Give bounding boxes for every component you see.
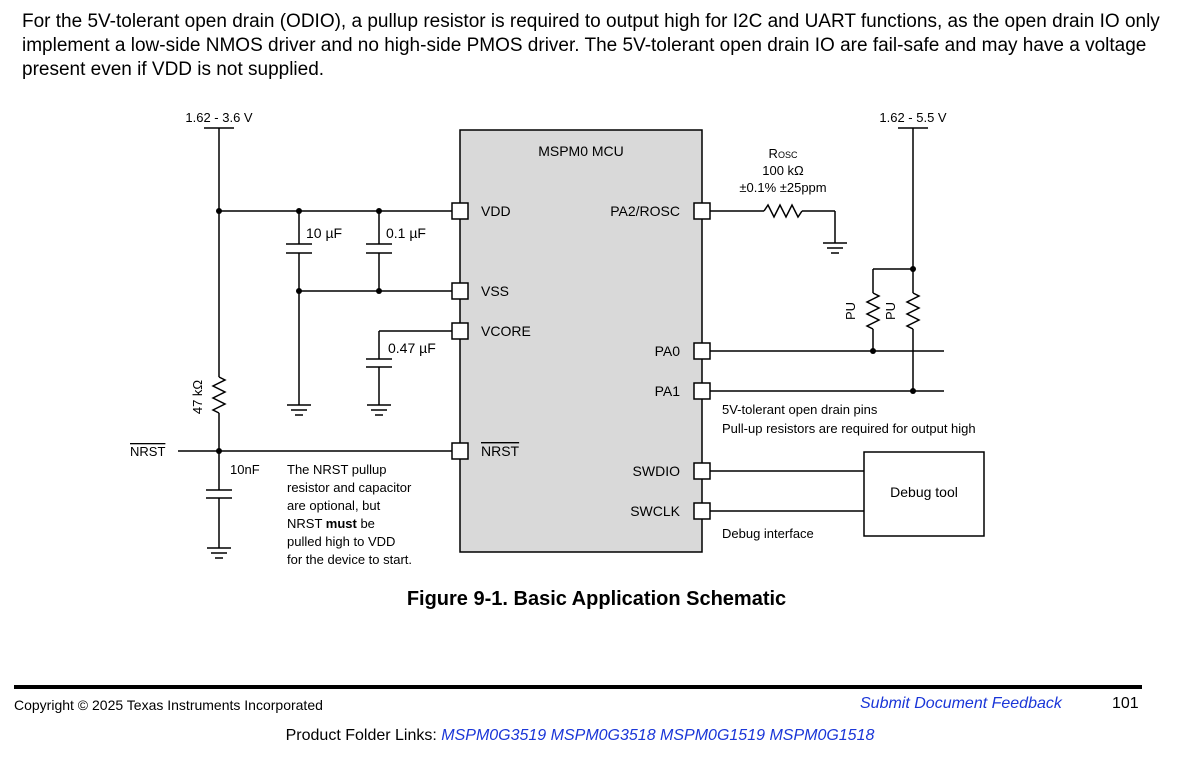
pu-label-pa1: PU (883, 302, 898, 320)
mcu-body (459, 129, 703, 553)
pullup-resistor-pa1 (905, 292, 921, 330)
pin-pa1-box (693, 382, 711, 400)
page-number: 101 (1112, 695, 1139, 712)
rosc-tolerance: ±0.1% ±25ppm (739, 180, 826, 195)
pin-pa0-box (693, 342, 711, 360)
resistor-47k (211, 376, 227, 414)
cap-01uf-label: 0.1 µF (386, 225, 426, 241)
debug-interface-label: Debug interface (722, 526, 814, 541)
product-folder-links: Product Folder Links: MSPM0G3519 MSPM0G3… (0, 727, 1160, 745)
pin-label-vcore: VCORE (481, 323, 531, 339)
basic-application-schematic: 1.62 - 3.6 V 1.62 - 5.5 V MSPM0 MCU VDD … (130, 110, 985, 567)
pin-label-vdd: VDD (481, 203, 511, 219)
rosc-value: 100 kΩ (762, 163, 804, 178)
nrst-note-line-3: are optional, but (287, 498, 381, 513)
nrst-note-line-4: NRST must be (287, 516, 375, 531)
nrst-input-label: NRST (130, 444, 165, 459)
left-supply-label: 1.62 - 3.6 V (185, 110, 253, 125)
cap-10uf-label: 10 µF (306, 225, 342, 241)
pin-nrst-box (451, 442, 469, 460)
pin-pa2-box (693, 202, 711, 220)
pin-swdio-box (693, 462, 711, 480)
pin-vdd-box (451, 202, 469, 220)
pin-label-nrst: NRST (481, 443, 520, 459)
pin-vss-box (451, 282, 469, 300)
cap-10nf-label: 10nF (230, 462, 260, 477)
folder-link-mspm0g3519[interactable]: MSPM0G3519 (441, 727, 547, 744)
copyright-notice: Copyright © 2025 Texas Instruments Incor… (14, 697, 323, 713)
pin-label-vss: VSS (481, 283, 509, 299)
resistor-rosc (763, 203, 803, 219)
odio-note-line-1: 5V-tolerant open drain pins (722, 402, 878, 417)
folder-link-mspm0g3518[interactable]: MSPM0G3518 (550, 727, 656, 744)
odio-note-line-2: Pull-up resistors are required for outpu… (722, 421, 976, 436)
right-supply-label: 1.62 - 5.5 V (879, 110, 947, 125)
pin-label-swdio: SWDIO (633, 463, 681, 479)
nrst-note-line-6: for the device to start. (287, 552, 412, 567)
nrst-note-line-1: The NRST pullup (287, 462, 386, 477)
figure-caption: Figure 9-1. Basic Application Schematic (406, 588, 787, 610)
debug-tool-label: Debug tool (890, 484, 958, 500)
pullup-resistor-pa0 (865, 292, 881, 330)
pin-swclk-box (693, 502, 711, 520)
folder-link-mspm0g1519[interactable]: MSPM0G1519 (660, 727, 765, 744)
pin-vcore-box (451, 322, 469, 340)
rosc-label: ROSC (769, 146, 798, 161)
pin-label-swclk: SWCLK (630, 503, 680, 519)
footer-divider (14, 685, 1142, 689)
pin-label-pa1: PA1 (655, 383, 681, 399)
debug-tool-box (863, 451, 985, 537)
folder-links-label: Product Folder Links: (285, 727, 437, 744)
cap-047uf-label: 0.47 µF (388, 340, 436, 356)
pu-label-pa0: PU (843, 302, 858, 320)
pin-label-pa2-rosc: PA2/ROSC (610, 203, 680, 219)
folder-link-mspm0g1518[interactable]: MSPM0G1518 (769, 727, 875, 744)
submit-feedback-link[interactable]: Submit Document Feedback (860, 695, 1062, 712)
res-47k-label: 47 kΩ (190, 380, 205, 415)
intro-paragraph: For the 5V-tolerant open drain (ODIO), a… (22, 11, 1160, 80)
pin-label-pa0: PA0 (655, 343, 681, 359)
nrst-note-line-5: pulled high to VDD (287, 534, 395, 549)
nrst-note-line-2: resistor and capacitor (287, 480, 412, 495)
mcu-title: MSPM0 MCU (538, 143, 624, 159)
